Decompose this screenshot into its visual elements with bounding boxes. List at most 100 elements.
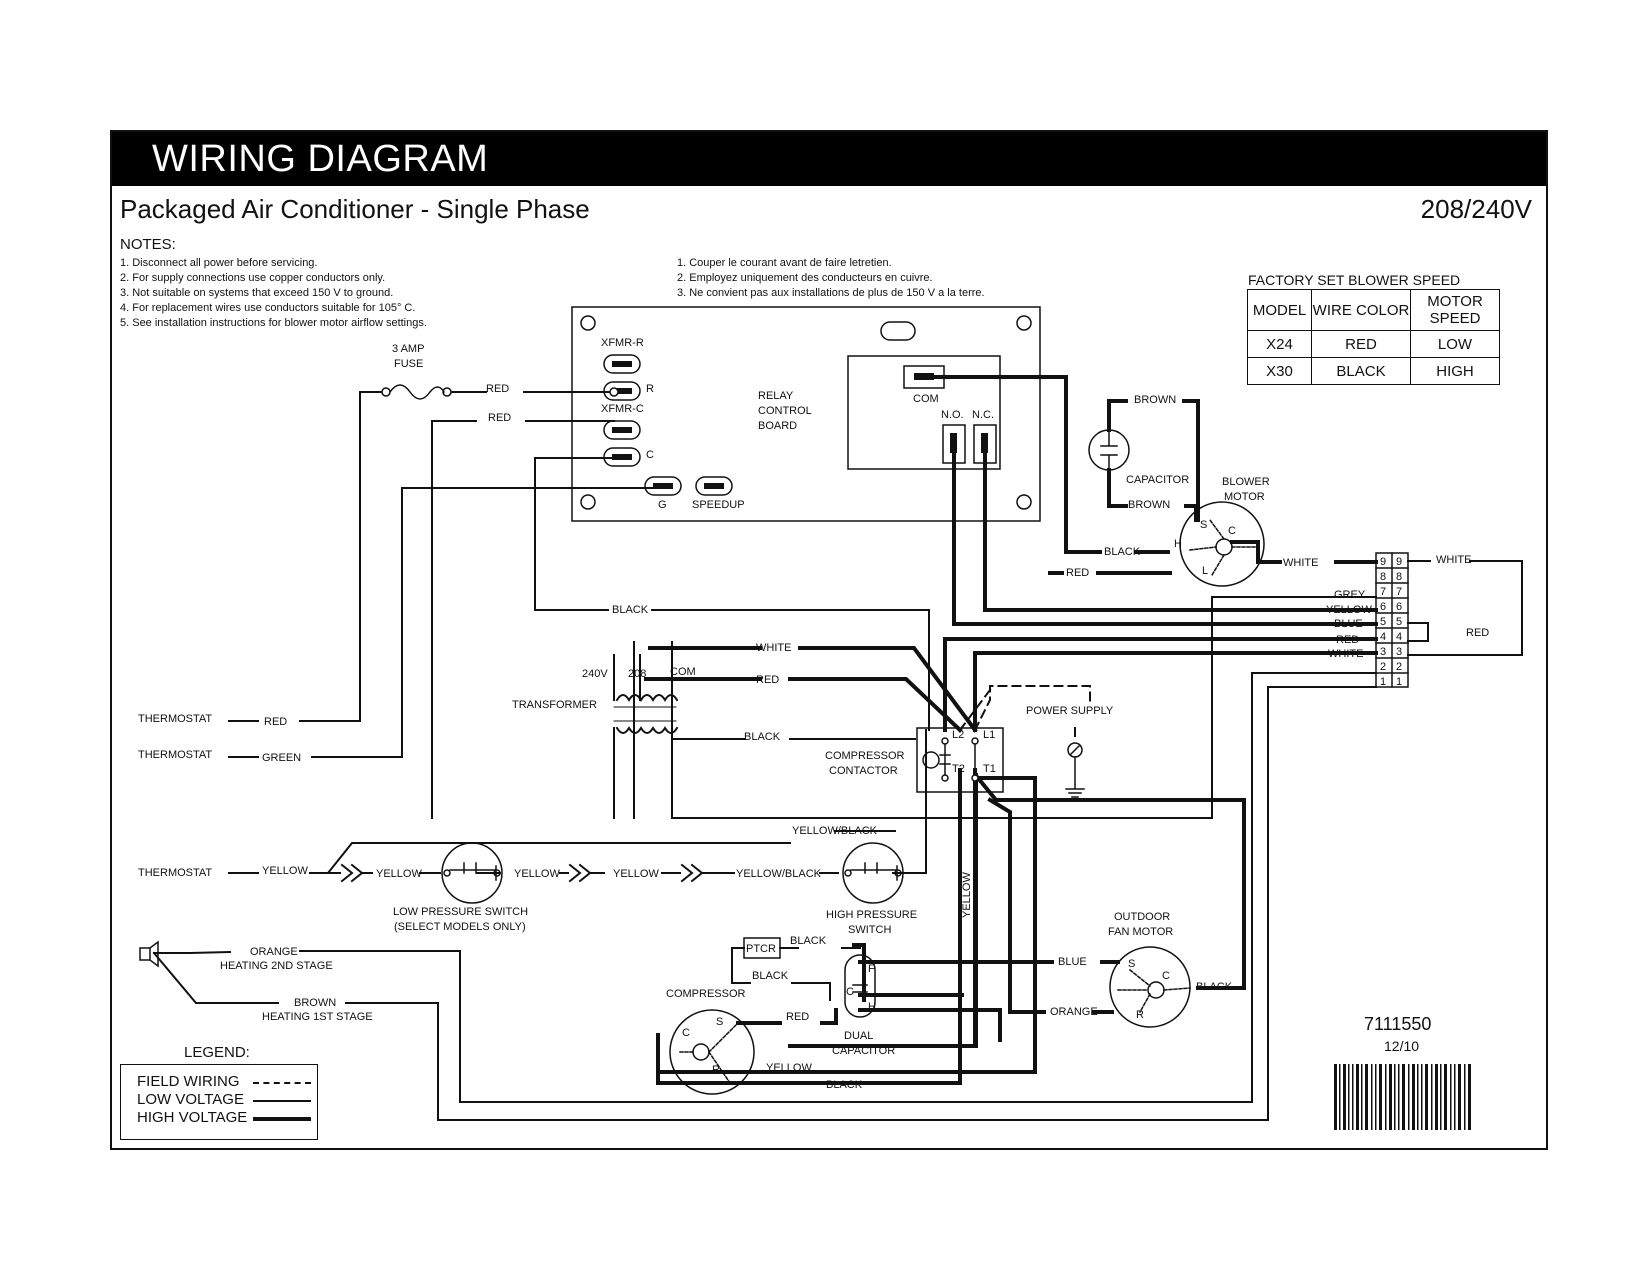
wire-label-orange: ORANGE <box>1050 1006 1098 1018</box>
terminal-number: 1 <box>1396 676 1402 688</box>
table-header: WIRE COLOR <box>1311 289 1411 331</box>
heating-2nd-stage-label: HEATING 2ND STAGE <box>220 960 333 972</box>
high-voltage-wiring <box>644 375 1378 1085</box>
terminal-speedup <box>695 476 733 496</box>
wire-label-green: GREEN <box>262 752 301 764</box>
wire-label-yellow: YELLOW <box>1326 604 1372 616</box>
legend-box: FIELD WIRING LOW VOLTAGE HIGH VOLTAGE <box>120 1064 318 1140</box>
terminal-number: 9 <box>1380 556 1386 568</box>
wire-label-red: RED <box>756 674 779 686</box>
low-pressure-switch-label: (SELECT MODELS ONLY) <box>394 921 526 933</box>
note-item: 5. See installation instructions for blo… <box>120 317 427 329</box>
terminal-number: 8 <box>1396 571 1402 583</box>
table-cell: LOW <box>1410 330 1500 358</box>
wire-label-yellow: YELLOW <box>262 865 308 877</box>
wire-label-white: WHITE <box>1436 554 1471 566</box>
terminal-number: 3 <box>1380 646 1386 658</box>
wire-label-orange: ORANGE <box>250 946 298 958</box>
contactor-terminal-l2: L2 <box>952 729 964 741</box>
comp-terminal-c: C <box>682 1027 690 1039</box>
wire-label-black: BLACK <box>790 935 827 947</box>
terminal-label-g: G <box>658 499 667 511</box>
wire-label-yellow-black: YELLOW/BLACK <box>792 825 878 837</box>
blower-speed-table: MODEL WIRE COLOR MOTOR SPEED X24 RED LOW… <box>1247 289 1500 385</box>
blower-motor-label: MOTOR <box>1224 491 1265 503</box>
wire-label-yellow: YELLOW <box>376 868 422 880</box>
transformer-240v-label: 240V <box>582 668 608 680</box>
terminal-g <box>644 476 682 496</box>
wire-label-red: RED <box>1466 627 1489 639</box>
motor-terminal-l: L <box>1202 565 1208 577</box>
notes-english: 1. Disconnect all power before servicing… <box>120 256 427 331</box>
wire-label-black: BLACK <box>744 731 781 743</box>
table-header: MOTOR SPEED <box>1410 289 1500 331</box>
wire-label-blue: BLUE <box>1058 956 1087 968</box>
terminal-xfmr-r <box>603 354 641 374</box>
outdoor-fan-motor-symbol <box>1109 946 1191 1028</box>
transformer-label: TRANSFORMER <box>512 699 597 711</box>
wire-label-black: BLACK <box>612 604 649 616</box>
wire-label-black: BLACK <box>1104 546 1141 558</box>
outdoor-fan-motor-label: FAN MOTOR <box>1108 926 1173 938</box>
note-item: 2. For supply connections use copper con… <box>120 272 386 284</box>
note-item: 4. For replacement wires use conductors … <box>120 302 416 314</box>
fan-terminal-s: S <box>1128 958 1135 970</box>
terminal-label-r: R <box>646 383 654 395</box>
motor-terminal-s: S <box>1200 519 1207 531</box>
wire-label-black: BLACK <box>826 1079 863 1091</box>
relay-board-label: BOARD <box>758 420 797 432</box>
table-cell: BLACK <box>1311 357 1411 385</box>
contactor-terminal-l1: L1 <box>983 729 995 741</box>
terminal-label-speedup: SPEEDUP <box>692 499 745 511</box>
cap-terminal-h: H <box>868 1001 876 1013</box>
wire-label-grey: GREY <box>1334 589 1366 601</box>
ptcr-label: PTCR <box>746 943 776 955</box>
transformer-208-label: 208 <box>628 668 646 680</box>
title-bar: WIRING DIAGRAM <box>112 132 1546 186</box>
terminal-number: 5 <box>1396 616 1402 628</box>
cap-terminal-f: F <box>868 963 875 975</box>
diagram-frame: WIRING DIAGRAM Packaged Air Conditioner … <box>110 130 1548 1150</box>
transformer-com-label: COM <box>670 666 696 678</box>
wire-label-white: WHITE <box>756 642 791 654</box>
relay-outline <box>847 355 1001 470</box>
relay-com-label: COM <box>913 393 939 405</box>
terminal-label-c: C <box>646 449 654 461</box>
note-item: 2. Employez uniquement des conducteurs e… <box>677 272 933 284</box>
legend-thick-line <box>253 1117 311 1121</box>
wire-label-red: RED <box>786 1011 809 1023</box>
compressor-symbol <box>669 1009 755 1095</box>
power-supply-label: POWER SUPPLY <box>1026 705 1114 717</box>
legend-label: LOW VOLTAGE <box>137 1091 244 1108</box>
cap-terminal-c: C <box>846 986 854 998</box>
legend-thin-line <box>253 1100 311 1102</box>
relay-no-label: N.O. <box>941 409 964 421</box>
wire-label-red: RED <box>1336 634 1359 646</box>
heating-1st-stage-label: HEATING 1ST STAGE <box>262 1011 373 1023</box>
terminal-number: 4 <box>1380 631 1386 643</box>
motor-terminal-c: C <box>1228 525 1236 537</box>
contactor-terminal-t1: T1 <box>983 763 996 775</box>
blower-motor-symbol <box>1179 501 1265 587</box>
terminal-number: 2 <box>1396 661 1402 673</box>
contactor-label: COMPRESSOR <box>825 750 905 762</box>
wire-label-yellow: YELLOW <box>613 868 659 880</box>
wire-label-black: BLACK <box>752 970 789 982</box>
notes-french: 1. Couper le courant avant de faire letr… <box>677 256 985 301</box>
blower-motor-label: BLOWER <box>1222 476 1270 488</box>
note-item: 3. Not suitable on systems that exceed 1… <box>120 287 394 299</box>
terminal-number: 9 <box>1396 556 1402 568</box>
diagram-title: WIRING DIAGRAM <box>152 138 489 180</box>
fan-terminal-c: C <box>1162 970 1170 982</box>
thermostat-label: THERMOSTAT <box>138 749 212 761</box>
table-cell: RED <box>1311 330 1411 358</box>
wire-label-red: RED <box>264 716 287 728</box>
terminal-label-xfmr-r: XFMR-R <box>601 337 644 349</box>
terminal-number: 7 <box>1380 586 1386 598</box>
wire-label-yellow: YELLOW <box>766 1062 812 1074</box>
dual-capacitor-label: CAPACITOR <box>832 1045 895 1057</box>
terminal-number: 7 <box>1396 586 1402 598</box>
terminal-number: 1 <box>1380 676 1386 688</box>
voltage-rating: 208/240V <box>1420 194 1532 224</box>
